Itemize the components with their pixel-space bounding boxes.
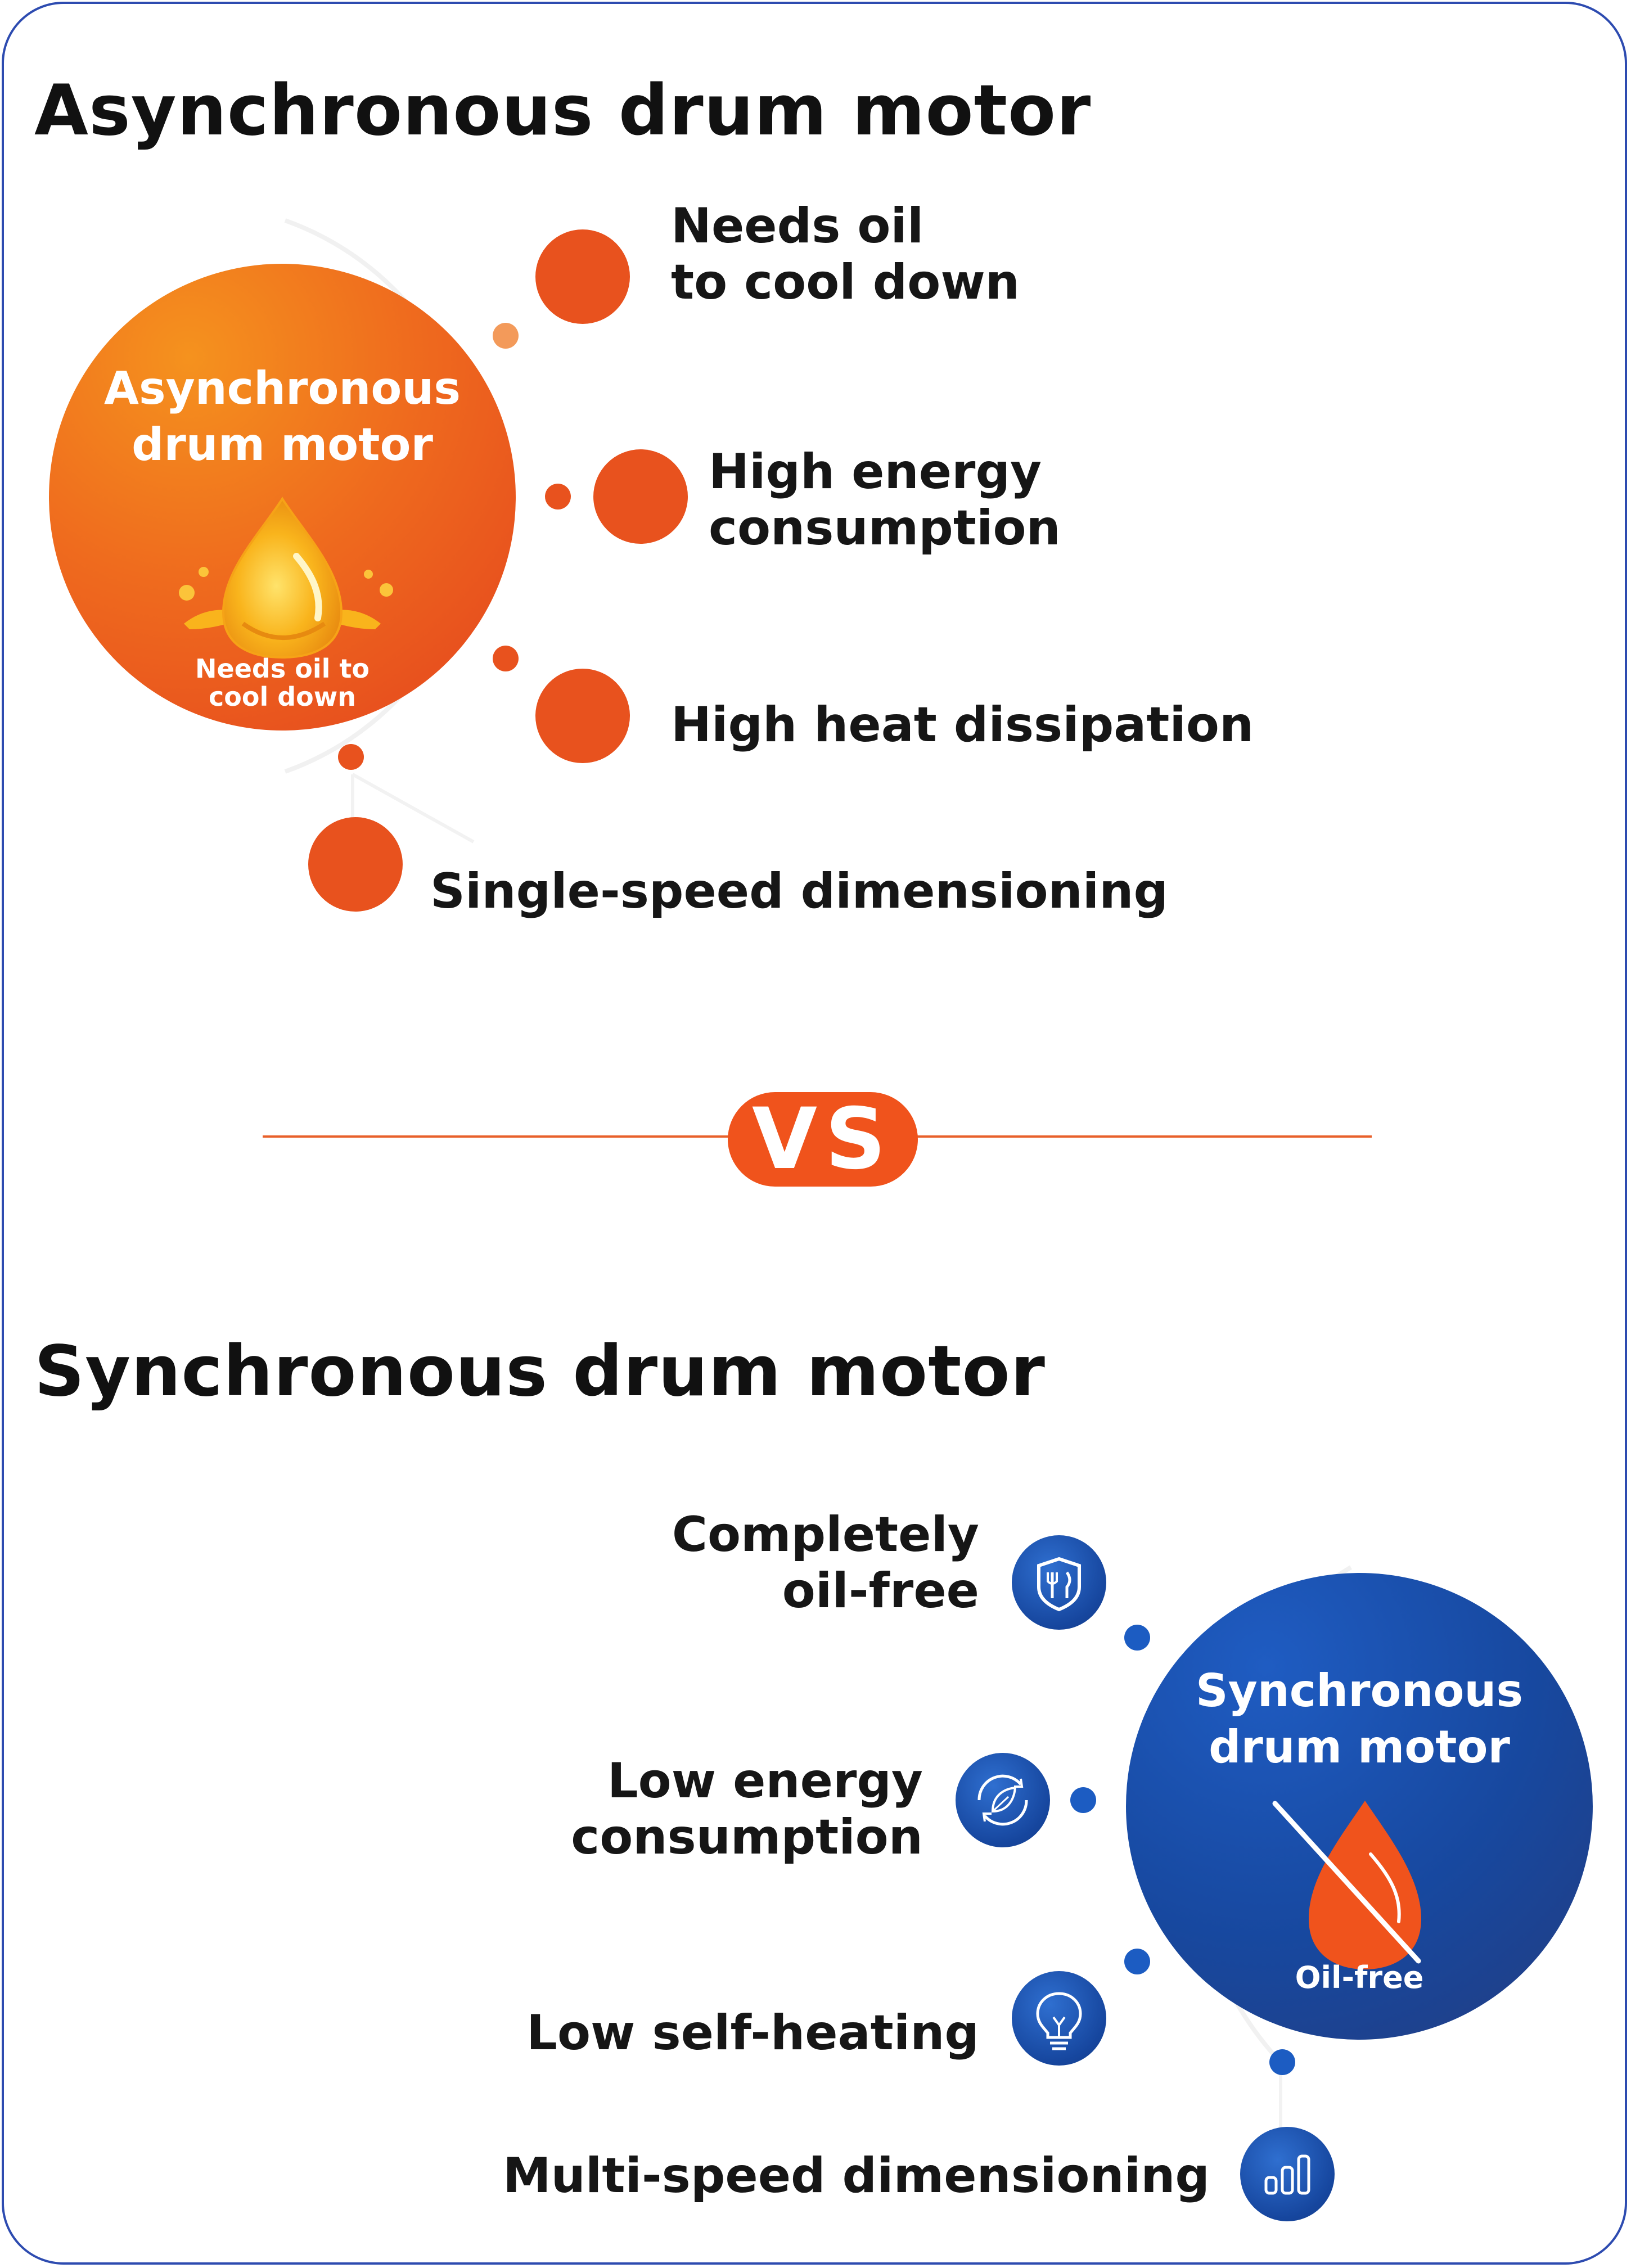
async-item-1-line1: Needs oil [671, 198, 924, 254]
connector-dot [1269, 2049, 1295, 2075]
sync-item-3: Low self-heating [526, 2005, 979, 2061]
bullet-needs-oil [535, 229, 630, 324]
async-item-1-line2: to cool down [671, 254, 1020, 310]
shield-cutlery-icon [1012, 1535, 1106, 1630]
eco-leaf-cycle-icon [956, 1753, 1050, 1847]
async-item-2-line2: consumption [709, 500, 1061, 556]
asynchronous-hub-caption-line1: Needs oil to [195, 653, 370, 684]
lightbulb-icon [1012, 1971, 1106, 2066]
synchronous-hub-title-line2: drum motor [1209, 1721, 1510, 1773]
sync-item-1-line1: Completely [672, 1507, 979, 1563]
connector-dot [1124, 1949, 1150, 1974]
sync-item-4: Multi-speed dimensioning [503, 2148, 1210, 2204]
sync-item-1-line2: oil-free [782, 1563, 979, 1619]
vs-badge: VS [728, 1092, 918, 1187]
synchronous-hub-circle: Synchronous drum motor Oil-free [1126, 1573, 1593, 2040]
synchronous-hub-title-line1: Synchronous [1196, 1665, 1523, 1717]
bullet-high-heat [535, 669, 630, 763]
sync-item-2-line2: consumption [571, 1809, 923, 1865]
bullet-single-speed [308, 817, 403, 912]
connector-dot [545, 484, 571, 509]
sync-item-2-line1: Low energy [607, 1753, 923, 1809]
asynchronous-hub-caption-line2: cool down [208, 682, 357, 712]
async-item-3: High heat dissipation [671, 697, 1254, 753]
oil-drop-icon [179, 497, 393, 659]
asynchronous-hub-title-line1: Asynchronous [104, 362, 461, 414]
synchronous-section-title: Synchronous drum motor [34, 1331, 1046, 1412]
connector-dot [1124, 1625, 1150, 1651]
connector-dot [1070, 1787, 1096, 1813]
no-oil-drop-icon [1272, 1801, 1421, 1969]
vs-divider-right [915, 1135, 1372, 1138]
async-item-4: Single-speed dimensioning [430, 863, 1169, 919]
bar-chart-icon [1240, 2127, 1335, 2221]
connector-dot [338, 744, 364, 770]
bullet-high-energy [593, 449, 688, 544]
asynchronous-section-title: Asynchronous drum motor [34, 70, 1092, 151]
asynchronous-hub-title-line2: drum motor [132, 418, 433, 471]
synchronous-hub-caption: Oil-free [1295, 1960, 1424, 1995]
connector-dot [493, 646, 519, 671]
connector-dot [493, 323, 519, 349]
asynchronous-hub-circle: Asynchronous drum motor Needs oil to [49, 264, 516, 731]
vs-divider-left [263, 1135, 738, 1138]
async-item-2-line1: High energy [709, 444, 1042, 500]
